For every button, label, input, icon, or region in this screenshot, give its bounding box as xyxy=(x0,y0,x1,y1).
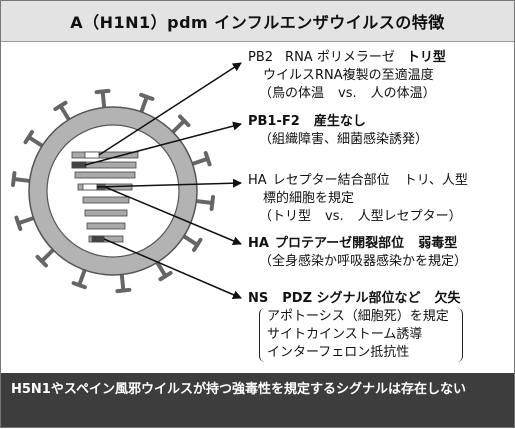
spike xyxy=(58,103,71,122)
segment-ha-mark1 xyxy=(82,183,98,191)
segment-na xyxy=(84,209,128,217)
spike-cap xyxy=(23,130,34,145)
ha-protease-line2: （全身感染か呼吸器感染かを規定） xyxy=(259,254,468,269)
spike xyxy=(11,177,32,183)
spike xyxy=(16,216,36,226)
ns-effect-1: アポトーシス（細胞死）を規定 xyxy=(267,309,449,324)
pb2-line2: ウイルスRNA複製の至適温度 xyxy=(263,68,434,83)
spike xyxy=(194,199,215,205)
spike-cap xyxy=(203,151,212,167)
spike xyxy=(170,118,187,135)
spike-cap xyxy=(53,100,68,112)
spike-cap xyxy=(209,195,215,211)
segment-m xyxy=(86,222,126,230)
ha-protease-virulence: 弱毒型 xyxy=(418,236,458,251)
segment-np xyxy=(82,196,130,204)
ns-effect-2: サイトカインストーム誘導 xyxy=(267,327,423,342)
ns-left-bracket xyxy=(259,308,268,362)
pb2-heading: PB2 RNA ポリメラーゼトリ型 xyxy=(248,50,446,66)
pb2-line3: （鳥の体温 vs. 人の体温） xyxy=(259,86,436,102)
spike xyxy=(39,247,56,264)
spike xyxy=(26,135,45,148)
arrow-ha-protease xyxy=(104,186,242,246)
spike-cap xyxy=(158,270,173,282)
spikes xyxy=(11,88,215,294)
spike-cap xyxy=(35,254,48,268)
footer-note: H5N1やスペイン風邪ウイルスが持つ強毒性を規定するシグナルは存在しない xyxy=(1,373,514,427)
ha-protease-feature: プロテアーゼ開裂部位 xyxy=(274,236,405,251)
ha-receptor-heading: HA レセプター結合部位トリ、人型 xyxy=(248,173,468,189)
ns-status: 欠失 xyxy=(434,291,461,306)
ha-protease-heading: HA プロテアーゼ開裂部位弱毒型 xyxy=(248,236,457,252)
spike xyxy=(181,234,200,247)
ha-receptor-vs: vs. xyxy=(325,209,344,224)
ns-feature: PDZ シグナル部位など xyxy=(282,291,421,306)
segment-pb1-mark xyxy=(71,161,87,169)
segment-pa xyxy=(74,171,136,179)
spike-cap xyxy=(71,281,87,290)
ha-receptor-name: HA xyxy=(248,173,267,188)
pb1f2-heading: PB1-F2 産生なし xyxy=(248,114,366,130)
segment-pb2-mark xyxy=(84,151,100,159)
ha-receptor-line2: 標的細胞を規定 xyxy=(263,191,355,206)
page-title: A（H1N1）pdm インフルエンザウイルスの特徴 xyxy=(70,13,445,32)
pb1f2-line2: （組織障害、細菌感染誘発） xyxy=(259,132,429,147)
spike xyxy=(155,260,168,279)
pb2-vs: vs. xyxy=(338,86,357,101)
spike xyxy=(119,272,126,293)
pb2-line3-left: （鳥の体温 xyxy=(259,86,325,101)
ha-receptor-line3: （トリ型 vs. 人型レセプター） xyxy=(259,209,462,225)
spike-cap xyxy=(94,88,111,95)
spike-cap xyxy=(14,215,23,231)
title-bar: A（H1N1）pdm インフルエンザウイルスの特徴 xyxy=(1,1,514,42)
pb2-feature: RNA ポリメラーゼ xyxy=(285,50,395,65)
arrow-ha-receptor xyxy=(96,178,242,188)
ns-right-bracket xyxy=(454,308,463,362)
pb2-line3-right: 人の体温） xyxy=(370,86,436,101)
arrow-pb2 xyxy=(98,62,242,156)
pb2-type: トリ型 xyxy=(406,50,446,65)
spike xyxy=(139,94,149,114)
pb1f2-name: PB1-F2 xyxy=(248,114,300,129)
spike-cap xyxy=(115,287,132,294)
ns-heading: NS PDZ シグナル部位など欠失 xyxy=(248,291,461,307)
spike xyxy=(190,156,210,166)
spike-cap xyxy=(139,92,155,101)
spike-cap xyxy=(11,171,17,187)
ns-name: NS xyxy=(248,291,269,306)
segment-ns-mark xyxy=(91,235,105,243)
pb1f2-status: 産生なし xyxy=(313,114,366,129)
spike-cap xyxy=(178,114,191,128)
ns-effect-3: インターフェロン抵抗性 xyxy=(267,345,410,360)
arrows xyxy=(84,62,242,299)
ha-receptor-feature: レセプター結合部位 xyxy=(272,173,390,188)
ha-receptor-line3-right: 人型レセプター） xyxy=(357,209,462,224)
spike xyxy=(77,268,87,288)
arrow-ns xyxy=(103,238,242,299)
arrow-pb1f2 xyxy=(84,121,242,166)
pb2-name: PB2 xyxy=(248,50,274,65)
spike xyxy=(100,89,107,110)
ha-receptor-type: トリ、人型 xyxy=(403,173,468,188)
ha-protease-name: HA xyxy=(248,236,269,251)
segment-ns xyxy=(88,235,124,243)
spike-cap xyxy=(192,237,203,252)
ha-receptor-line3-left: （トリ型 xyxy=(259,209,312,224)
